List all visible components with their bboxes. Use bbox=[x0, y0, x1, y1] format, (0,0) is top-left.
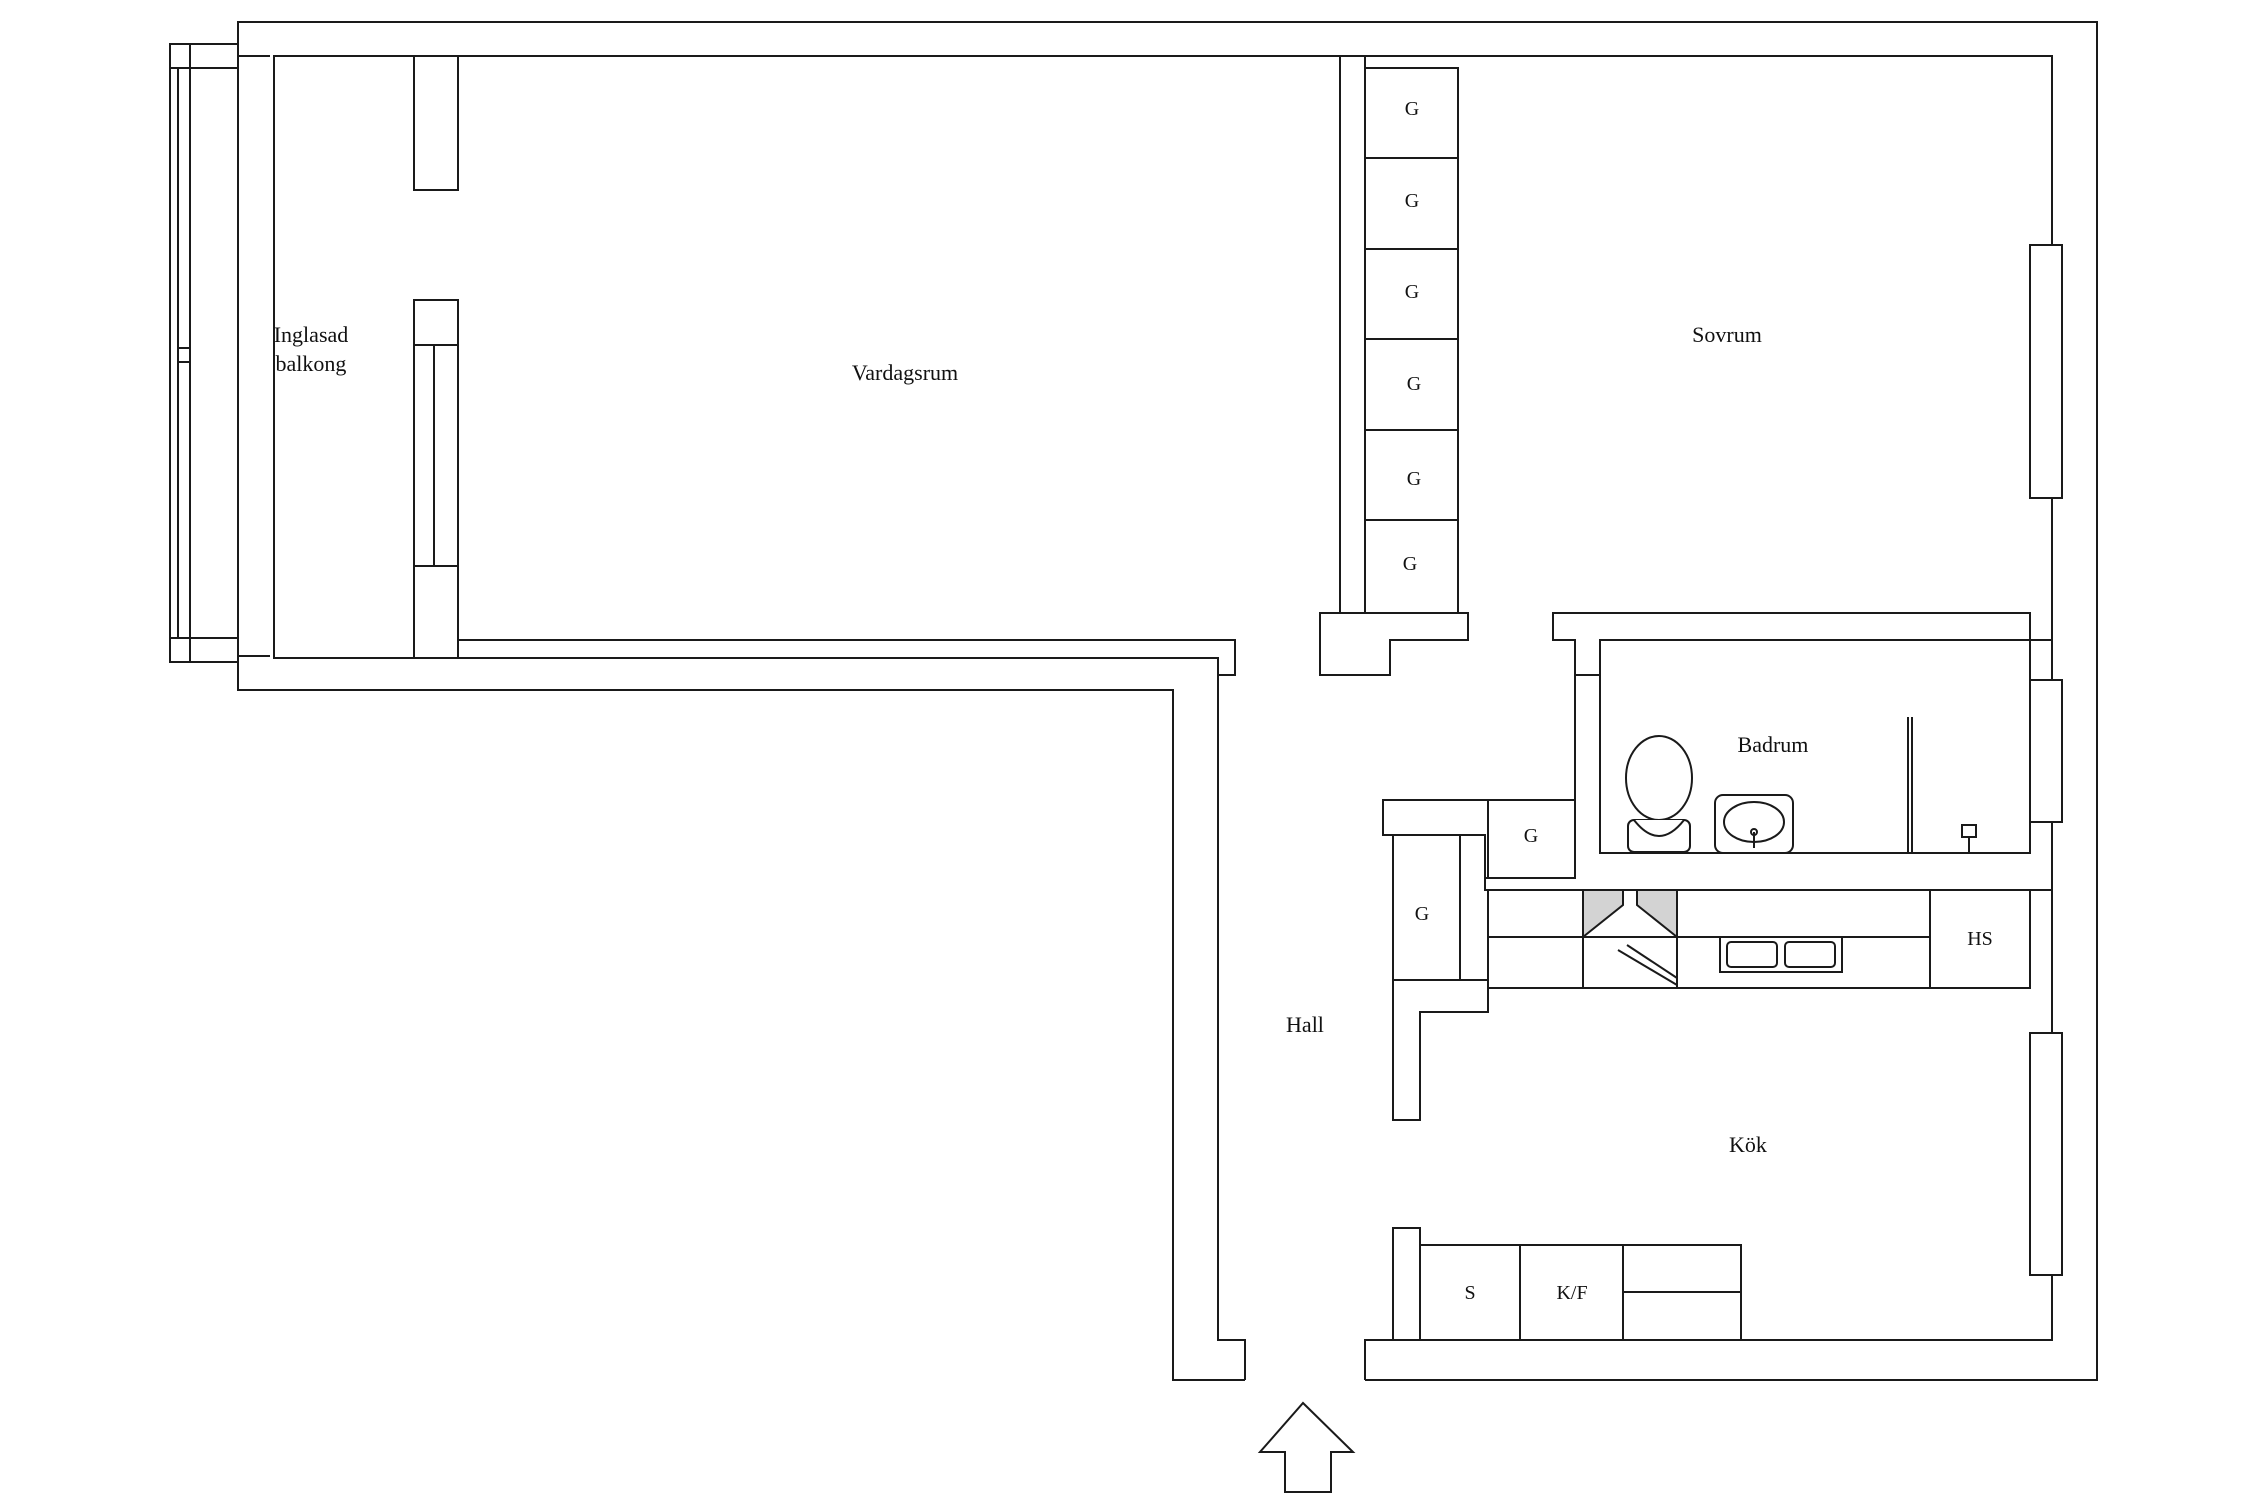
balcony-label-line2: balkong bbox=[276, 351, 347, 376]
range-hood-icon bbox=[1580, 889, 1680, 989]
wardrobe-label-4: G bbox=[1407, 373, 1421, 395]
wardrobe-label-2: G bbox=[1405, 190, 1419, 212]
kitchen-label: Kök bbox=[1729, 1132, 1767, 1157]
hall-closet-label: G bbox=[1415, 903, 1429, 925]
entrance-arrow-icon bbox=[1257, 1401, 1356, 1493]
shower-icon bbox=[1907, 717, 1977, 854]
bedroom-wardrobes bbox=[1364, 67, 1459, 614]
broom-cupboard-label: HS bbox=[1967, 928, 1993, 950]
toilet-icon bbox=[1625, 735, 1693, 853]
wardrobe-label-5: G bbox=[1407, 468, 1421, 490]
wardrobe-wall bbox=[1319, 55, 1366, 676]
stove-label: S bbox=[1464, 1282, 1475, 1304]
hall-kitchen-wall bbox=[1392, 979, 1489, 1121]
living-hall-wall bbox=[457, 639, 1236, 676]
fridge-freezer-label: K/F bbox=[1556, 1282, 1587, 1304]
kitchen-window bbox=[2029, 1032, 2063, 1276]
balcony-label-line1: Inglasad bbox=[274, 322, 349, 347]
hall-label: Hall bbox=[1286, 1012, 1324, 1037]
bedroom-lower-wall-right bbox=[1552, 612, 2031, 676]
bathroom-label: Badrum bbox=[1738, 732, 1809, 757]
exterior-wall bbox=[237, 21, 2098, 1381]
balcony-partition-wall bbox=[413, 55, 459, 191]
kitchen-counter bbox=[1487, 889, 2031, 989]
wardrobe-label-6: G bbox=[1403, 553, 1417, 575]
glazed-balcony bbox=[169, 43, 270, 663]
wardrobe-label-1: G bbox=[1405, 98, 1419, 120]
wardrobe-label-3: G bbox=[1405, 281, 1419, 303]
kitchen-sink-icon bbox=[1719, 936, 1843, 973]
bath-closet-label: G bbox=[1524, 825, 1538, 847]
entrance-door bbox=[1218, 1330, 1390, 1385]
bedroom-label: Sovrum bbox=[1692, 322, 1762, 347]
balcony-door bbox=[413, 344, 459, 567]
bath-closet bbox=[1487, 799, 1576, 879]
living-room-label: Vardagsrum bbox=[852, 360, 958, 385]
washbasin-icon bbox=[1714, 794, 1794, 854]
bathroom-window bbox=[2029, 679, 2063, 823]
kitchen-appliances bbox=[1392, 1227, 1742, 1341]
bedroom-window bbox=[2029, 244, 2063, 499]
bedroom-lower-wall-left bbox=[1319, 612, 1469, 676]
